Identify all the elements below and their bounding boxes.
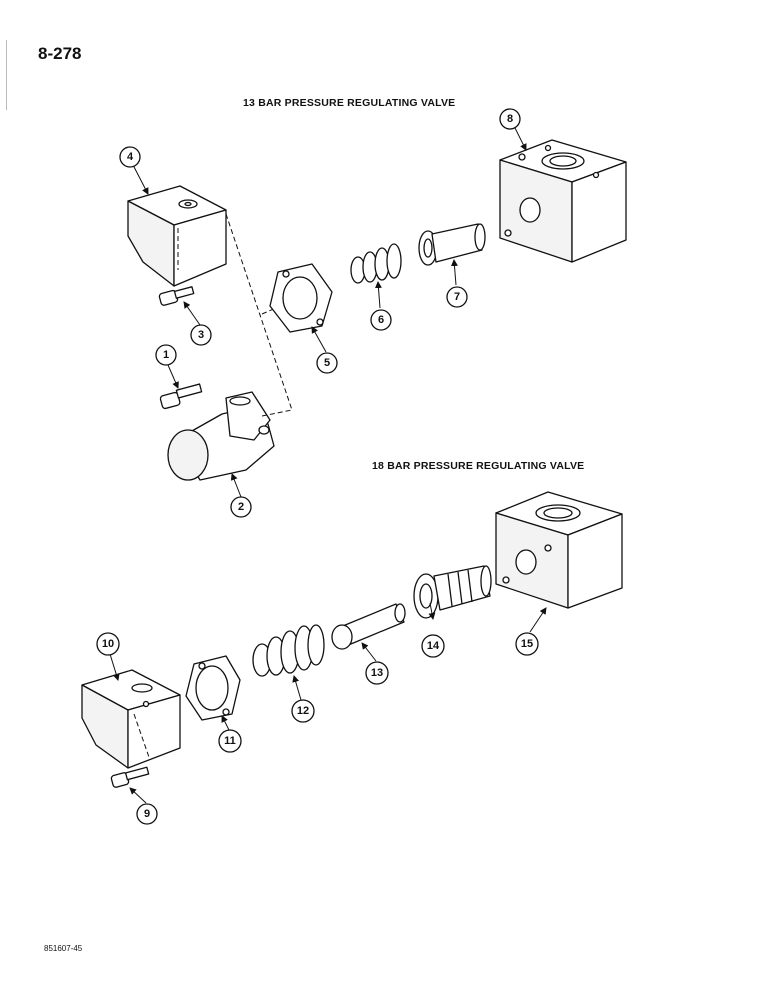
part-cap-block-upper [127, 185, 227, 287]
svg-text:2: 2 [238, 501, 244, 513]
callout-14: 14 [421, 634, 445, 658]
part-screw-upper [158, 286, 195, 306]
leader-lines [109, 125, 547, 804]
part-gasket-upper [269, 263, 333, 333]
callout-3: 3 [190, 324, 212, 346]
callout-4: 4 [119, 146, 141, 168]
section-title-13-bar: 13 BAR PRESSURE REGULATING VALVE [243, 97, 456, 109]
part-cap-block-lower [81, 669, 181, 769]
assembly-guide-line [225, 213, 293, 411]
callout-9: 9 [136, 803, 158, 825]
figure-code: 851607-45 [44, 944, 83, 953]
svg-text:9: 9 [144, 808, 150, 820]
part-housing [167, 391, 275, 481]
svg-text:13: 13 [371, 667, 383, 679]
part-screw-bottom [110, 766, 150, 788]
part-screw-lower [159, 383, 203, 410]
callout-5: 5 [316, 352, 338, 374]
callout-12: 12 [291, 699, 315, 723]
callout-6: 6 [370, 309, 392, 331]
svg-text:15: 15 [521, 638, 533, 650]
svg-text:4: 4 [127, 151, 134, 163]
part-plunger [331, 603, 406, 650]
page-number: 8-278 [38, 44, 82, 63]
part-spring-lower [252, 624, 325, 677]
part-piston-lower [413, 565, 492, 619]
svg-text:14: 14 [427, 640, 440, 652]
svg-text:5: 5 [324, 357, 330, 369]
part-body-block-upper [499, 139, 627, 263]
svg-text:6: 6 [378, 314, 384, 326]
callout-15: 15 [515, 632, 539, 656]
svg-text:11: 11 [224, 735, 236, 747]
assembly-guide-line [261, 409, 293, 417]
part-piston-upper [418, 223, 486, 266]
svg-text:12: 12 [297, 705, 309, 717]
callout-11: 11 [218, 729, 242, 753]
part-body-block-lower [495, 491, 623, 609]
svg-text:1: 1 [163, 349, 169, 361]
callout-13: 13 [365, 661, 389, 685]
svg-text:3: 3 [198, 329, 204, 341]
page-edge-mark [6, 40, 7, 110]
svg-text:8: 8 [507, 113, 513, 125]
callout-1: 1 [155, 344, 177, 366]
part-spring-upper [350, 243, 402, 284]
svg-text:10: 10 [102, 638, 114, 650]
callout-7: 7 [446, 286, 468, 308]
callout-8: 8 [499, 108, 521, 130]
section-title-18-bar: 18 BAR PRESSURE REGULATING VALVE [372, 460, 585, 472]
svg-text:7: 7 [454, 291, 460, 303]
callout-2: 2 [230, 496, 252, 518]
part-gasket-lower [185, 655, 241, 721]
callout-10: 10 [96, 632, 120, 656]
